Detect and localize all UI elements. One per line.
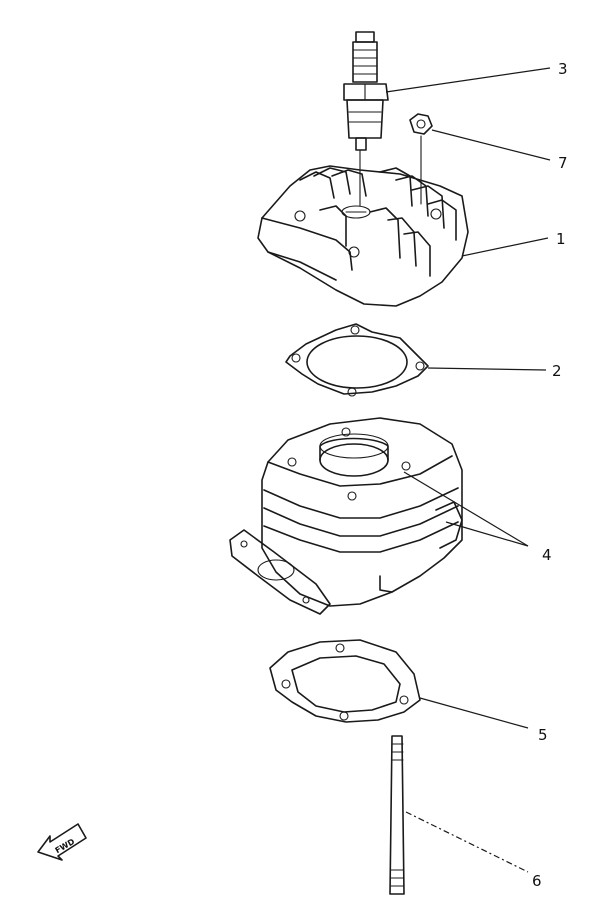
base-gasket <box>269 639 421 723</box>
cylinder-head <box>257 135 469 307</box>
head-gasket <box>285 323 429 397</box>
callout-6: 6 <box>532 872 542 890</box>
callout-3: 3 <box>558 60 568 78</box>
nut <box>409 113 433 135</box>
callout-1: 1 <box>556 230 566 248</box>
callout-5: 5 <box>538 726 548 744</box>
callout-4: 4 <box>542 546 552 564</box>
callout-7: 7 <box>558 154 568 172</box>
spark-plug <box>343 31 389 151</box>
fwd-direction-arrow: FWD <box>37 823 87 861</box>
cylinder <box>229 417 463 615</box>
stud-bolt <box>389 735 405 895</box>
callout-2: 2 <box>552 362 562 380</box>
fwd-label: FWD <box>54 837 77 855</box>
